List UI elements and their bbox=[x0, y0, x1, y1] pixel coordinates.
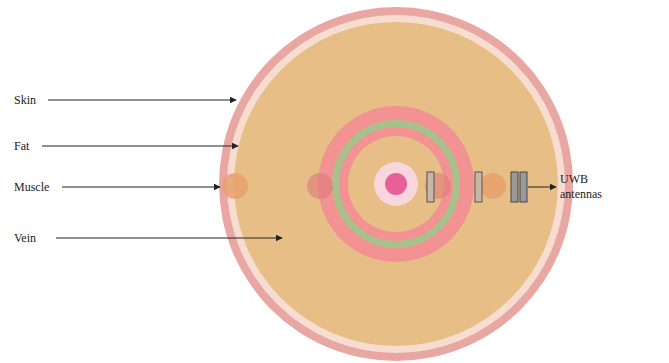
inner-tissue bbox=[348, 136, 444, 232]
skin-layer bbox=[219, 7, 573, 361]
leader-arrow bbox=[62, 187, 220, 188]
leader-arrow bbox=[48, 100, 236, 101]
skin-inner-layer bbox=[227, 15, 565, 353]
bone-marrow bbox=[385, 173, 407, 195]
vein-ring bbox=[318, 106, 474, 262]
tissue-label: Skin bbox=[14, 93, 36, 108]
muscle-spot bbox=[480, 173, 506, 199]
tissue-label: Muscle bbox=[14, 180, 49, 195]
uwb-antenna bbox=[475, 172, 482, 202]
tissue-label: Vein bbox=[14, 231, 36, 246]
muscle-spot bbox=[307, 173, 333, 199]
uwb-antenna bbox=[511, 172, 518, 202]
uwb-antenna bbox=[520, 172, 527, 202]
leader-arrow bbox=[42, 146, 238, 147]
tissue-label: Fat bbox=[14, 139, 29, 154]
bone-outer bbox=[374, 162, 418, 206]
antenna-label: UWB antennas bbox=[560, 172, 622, 202]
muscle-spot bbox=[222, 173, 248, 199]
leader-arrow bbox=[56, 238, 282, 239]
leader-arrow bbox=[528, 187, 556, 188]
green-ring bbox=[332, 120, 460, 248]
uwb-antenna bbox=[427, 172, 434, 202]
inner-red-ring bbox=[339, 127, 453, 241]
fat-layer bbox=[234, 22, 558, 346]
